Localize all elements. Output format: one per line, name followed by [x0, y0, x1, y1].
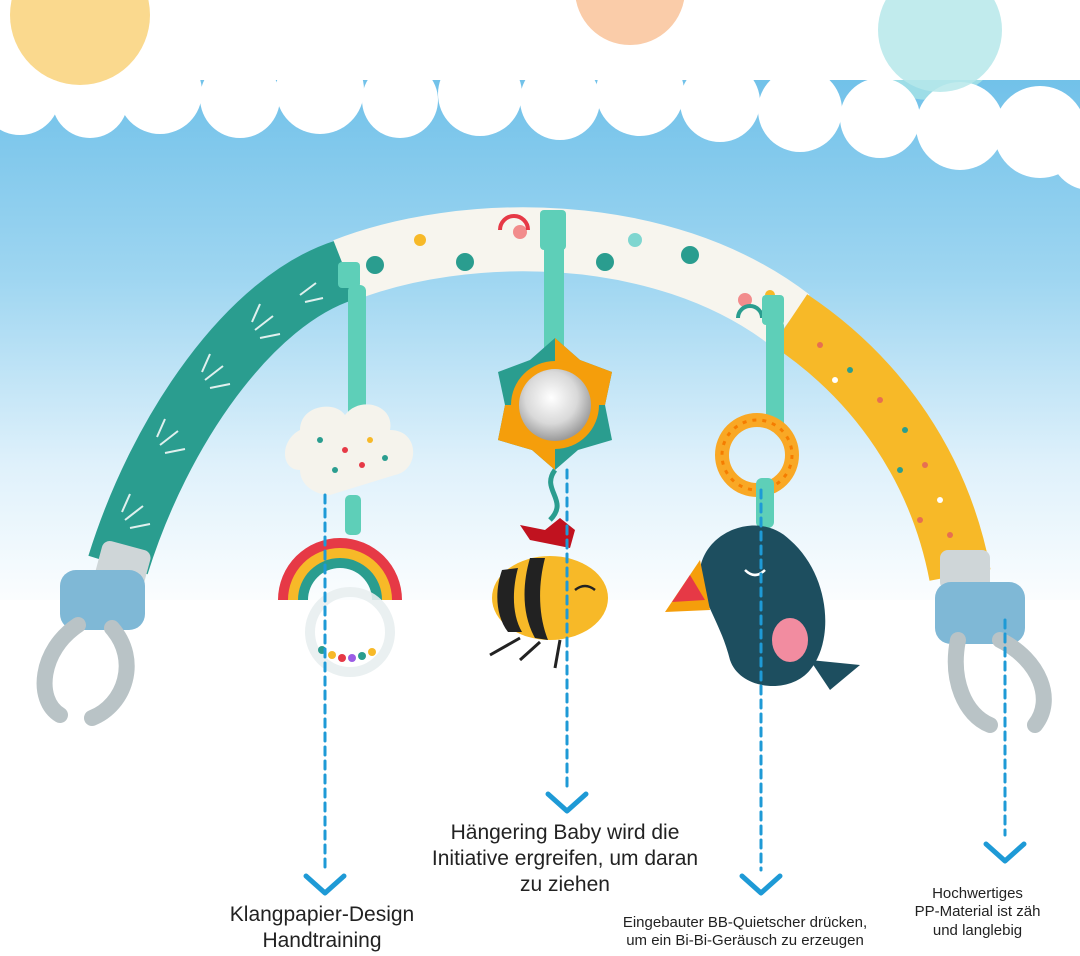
white-floor: [0, 600, 1080, 956]
stroller-clip-left: [36, 541, 151, 726]
caption-sound-paper-line1: Klangpapier-Design: [229, 903, 415, 926]
stroller-clip-right: [935, 550, 1052, 733]
mirror-star-icon: [498, 338, 612, 470]
caption-hanging-ring-line2: Initiative ergreifen, um daran: [431, 847, 699, 871]
caption-squeaker-line1: Eingebauter BB-Quietscher drücken,: [622, 914, 868, 931]
dot-pattern: [817, 342, 953, 538]
caption-hanging-ring-line3: zu ziehen: [520, 873, 610, 897]
caption-squeaker: Eingebauter BB-Quietscher drücken, um ei…: [575, 914, 915, 951]
caption-pp-material-line3: und langlebig: [932, 921, 1023, 939]
caption-sound-paper-line2: Handtraining: [262, 928, 382, 952]
down-arrow-icon: [303, 468, 1027, 896]
caption-pp-material-line2: PP-Material ist zäh: [914, 903, 1041, 921]
leaf-pattern: [121, 282, 324, 529]
balloons-front: [10, 0, 1002, 92]
caption-squeaker-line2: um ein Bi-Bi-Geräusch zu erzeugen: [626, 932, 864, 950]
caption-pp-material: Hochwertiges PP-Material ist zäh und lan…: [880, 885, 1075, 940]
strap-right: [762, 295, 784, 325]
caption-hanging-ring-line1: Hängering Baby wird die: [450, 821, 680, 844]
center-pattern: [366, 214, 775, 319]
rainbow-rattle-icon: [278, 538, 402, 677]
strap-center: [540, 210, 566, 250]
bee-toy-icon: [489, 518, 608, 669]
cloud-toy-icon: [285, 404, 414, 495]
caption-hanging-ring: Hängering Baby wird die Initiative ergre…: [380, 820, 750, 898]
toucan-toy-icon: [665, 525, 860, 690]
caption-sound-paper: Klangpapier-Design Handtraining: [172, 902, 472, 953]
cloud-border: [0, 0, 1080, 189]
strap-left: [338, 262, 360, 288]
caption-pp-material-line1: Hochwertiges: [932, 885, 1023, 902]
